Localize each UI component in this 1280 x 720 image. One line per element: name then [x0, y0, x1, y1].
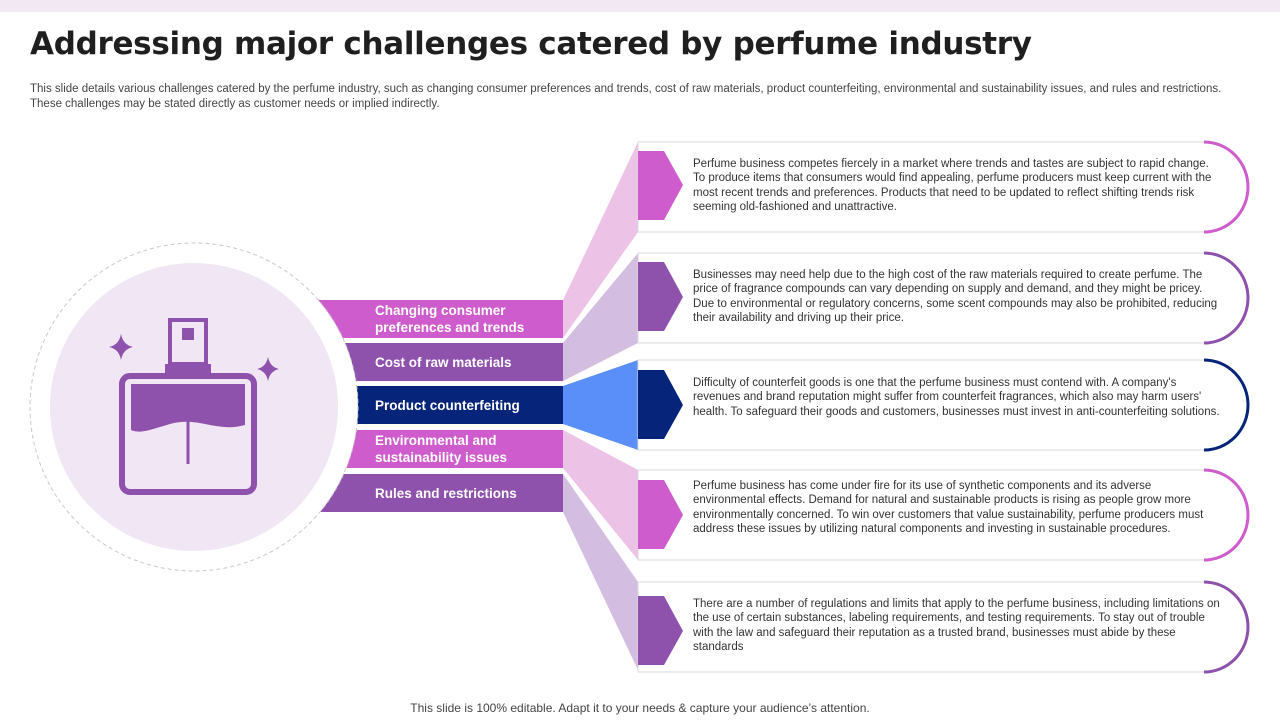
description-3: Difficulty of counterfeit goods is one t…: [693, 377, 1220, 418]
connector-5: [563, 474, 638, 670]
connector-1: [563, 142, 638, 338]
bar-1: [300, 300, 563, 338]
card-3: [637, 358, 1250, 452]
perfume-bottle-icon: [109, 318, 279, 495]
slide-title: Addressing major challenges catered by p…: [30, 26, 1032, 62]
bar-label-2: Cost of raw materials: [375, 354, 512, 370]
card-2: [637, 251, 1250, 345]
slide-subtitle: This slide details various challenges ca…: [30, 83, 1222, 110]
description-1: Perfume business competes fiercely in a …: [693, 158, 1212, 214]
bar-label-4: Environmental and sustainability issues: [375, 433, 508, 465]
footer-note: This slide is 100% editable. Adapt it to…: [410, 701, 870, 715]
card-4: [637, 468, 1250, 562]
description-4: Perfume business has come under fire for…: [693, 480, 1204, 536]
top-strip: [0, 0, 1280, 12]
bar-5: [300, 474, 563, 512]
description-2: Businesses may need help due to the high…: [693, 269, 1218, 325]
description-5: There are a number of regulations and li…: [693, 598, 1220, 654]
bar-label-5: Rules and restrictions: [375, 485, 517, 501]
bar-label-3: Product counterfeiting: [375, 397, 520, 413]
connector-2: [563, 253, 638, 381]
bar-label-1: Changing consumer preferences and trends: [375, 303, 525, 335]
connector-4: [563, 430, 638, 560]
card-5: [637, 580, 1250, 674]
connector-3: [563, 360, 638, 450]
card-1: [637, 140, 1250, 234]
